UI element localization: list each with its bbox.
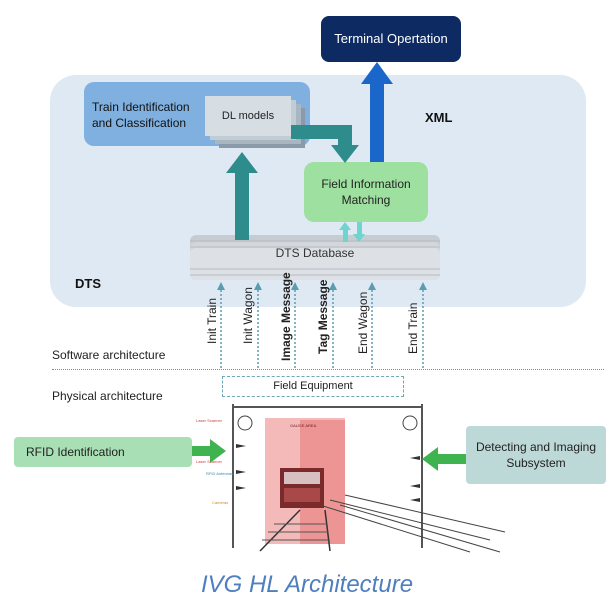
- bidirectional-arrows: [339, 222, 365, 242]
- message-label-image-message: Image Message: [279, 272, 293, 361]
- teal-elbow-arrow: [291, 125, 359, 163]
- cameras-label: Cameras: [212, 500, 228, 505]
- field-information-matching-box: Field Information Matching: [304, 162, 428, 222]
- message-label-init-wagon: Init Wagon: [241, 287, 255, 344]
- laser-scanner-top-label: Laser Scanner: [196, 418, 223, 423]
- field-equipment-box: Field Equipment: [222, 376, 404, 397]
- terminal-operation-box: Terminal Opertation: [321, 16, 461, 62]
- rfid-identification-box: RFID Identification: [14, 437, 192, 467]
- xml-label: XML: [425, 110, 453, 125]
- physical-architecture-label: Physical architecture: [52, 389, 163, 403]
- message-label-end-wagon: End Wagon: [356, 291, 370, 354]
- detecting-imaging-box: Detecting and Imaging Subsystem: [466, 426, 606, 484]
- train-identification-label: Train Identification and Classification: [92, 100, 190, 130]
- teal-up-arrow: [226, 152, 258, 240]
- figure-caption: IVG HL Architecture: [200, 571, 414, 598]
- detect-arrow: [422, 447, 466, 471]
- laser-scanner-mid-label: Laser Scanner: [196, 459, 223, 464]
- gantry-scene: [232, 404, 506, 553]
- gauge-area-label: GAUGE AREA: [290, 423, 317, 428]
- dl-models-label: DL models: [221, 110, 275, 122]
- blue-up-arrow: [361, 62, 393, 162]
- message-label-end-train: End Train: [406, 302, 420, 354]
- rfid-antennas-label: RFID Antennas: [206, 471, 233, 476]
- dts-database-stack: [190, 235, 440, 280]
- dts-label: DTS: [75, 276, 101, 291]
- architecture-divider: [52, 369, 604, 370]
- dl-models-stack: [205, 96, 305, 148]
- message-label-tag-message: Tag Message: [316, 279, 330, 354]
- message-label-init-train: Init Train: [205, 297, 219, 344]
- message-arrows: [217, 282, 427, 368]
- software-architecture-label: Software architecture: [52, 348, 166, 362]
- rfid-arrow: [192, 439, 226, 463]
- dts-database-label: DTS Database: [275, 246, 355, 260]
